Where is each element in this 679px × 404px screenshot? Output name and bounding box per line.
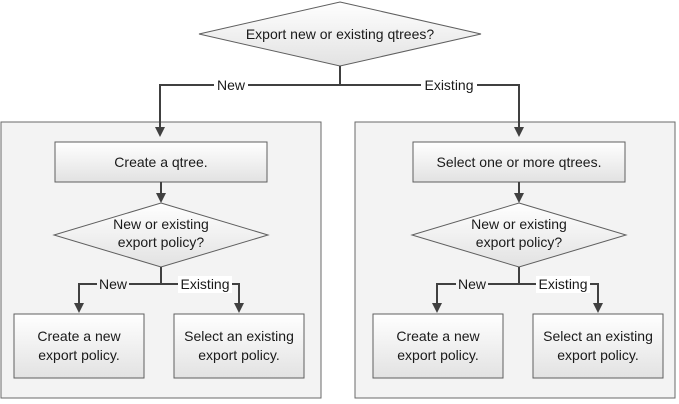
right-existing-label-bg bbox=[536, 276, 590, 293]
top-new-connector bbox=[155, 84, 340, 137]
top-decision-text: Export new or existing qtrees? bbox=[246, 26, 435, 42]
left-select-policy-box bbox=[173, 313, 305, 379]
right-new-connector bbox=[432, 283, 519, 313]
left-new-connector bbox=[74, 283, 161, 313]
right-select-qtrees-box bbox=[412, 141, 626, 183]
left-create-qtree-text: Create a qtree. bbox=[114, 154, 207, 170]
right-new-label-bg bbox=[456, 276, 488, 293]
right-select-policy-line2: export policy. bbox=[557, 347, 638, 363]
left-create-policy-line2: export policy. bbox=[38, 347, 119, 363]
right-new-label: New bbox=[458, 276, 487, 292]
left-existing-label: Existing bbox=[180, 276, 229, 292]
left-decision-line2: export policy? bbox=[118, 234, 205, 250]
right-select-policy-box bbox=[532, 313, 664, 379]
right-select-policy-line1: Select an existing bbox=[543, 328, 653, 344]
right-decision-line2: export policy? bbox=[476, 234, 563, 250]
left-existing-label-bg bbox=[178, 276, 232, 293]
left-decision-line1: New or existing bbox=[113, 216, 209, 232]
top-new-label: New bbox=[217, 77, 246, 93]
right-create-policy-line2: export policy. bbox=[397, 347, 478, 363]
top-new-label-bg bbox=[214, 76, 248, 94]
top-existing-label: Existing bbox=[424, 77, 473, 93]
right-select-qtrees-text: Select one or more qtrees. bbox=[437, 154, 602, 170]
left-select-policy-line2: export policy. bbox=[198, 347, 279, 363]
right-decision-line1: New or existing bbox=[471, 216, 567, 232]
right-create-policy-box bbox=[372, 313, 504, 379]
right-existing-label: Existing bbox=[538, 276, 587, 292]
top-existing-label-bg bbox=[421, 76, 477, 94]
left-select-policy-line1: Select an existing bbox=[184, 328, 294, 344]
left-create-policy-box bbox=[13, 313, 145, 379]
left-create-policy-line1: Create a new bbox=[37, 328, 121, 344]
top-existing-connector bbox=[340, 84, 524, 137]
left-new-label-bg bbox=[97, 276, 129, 293]
right-create-policy-line1: Create a new bbox=[396, 328, 480, 344]
left-new-label: New bbox=[99, 276, 128, 292]
